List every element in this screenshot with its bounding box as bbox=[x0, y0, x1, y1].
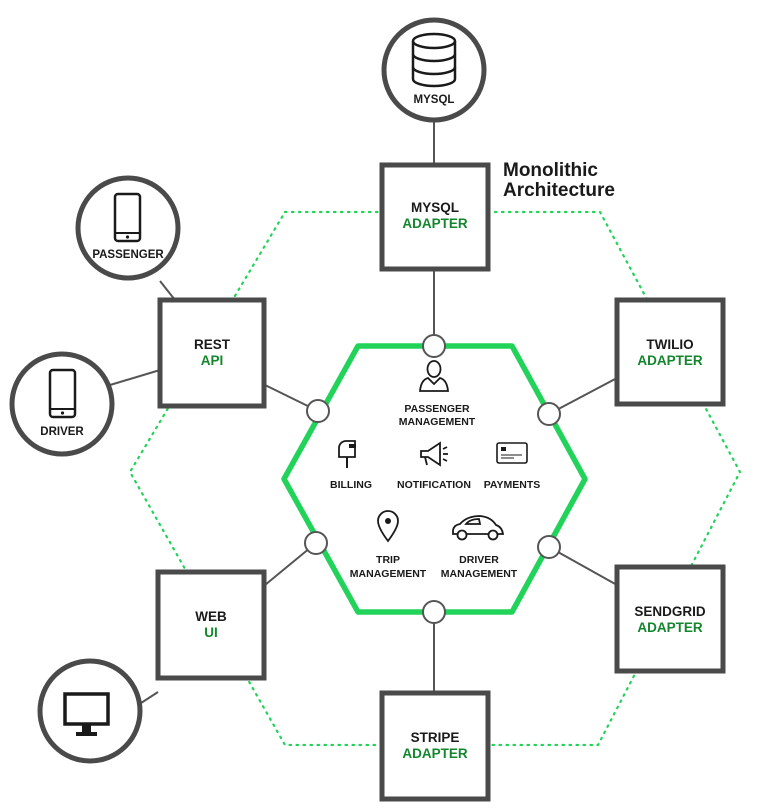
port-lower-left bbox=[304, 531, 328, 555]
sendgrid-adapter-line1: SENDGRID bbox=[634, 604, 706, 619]
mobile-phone-icon bbox=[113, 192, 142, 243]
trip-management-line2: MANAGEMENT bbox=[350, 568, 427, 580]
notification-component: NOTIFICATION bbox=[397, 441, 471, 491]
trip-management-component: TRIP MANAGEMENT bbox=[350, 510, 427, 580]
rest-api-line1: REST bbox=[194, 337, 231, 352]
driver-management-line1: DRIVER bbox=[459, 554, 499, 566]
passenger-node: PASSENGER bbox=[75, 175, 181, 281]
mysql-database-node: MYSQL bbox=[381, 17, 487, 123]
location-pin-icon bbox=[377, 510, 399, 543]
stripe-adapter-line1: STRIPE bbox=[411, 730, 460, 745]
twilio-adapter-box: TWILIO ADAPTER bbox=[614, 297, 726, 407]
mysql-label: MYSQL bbox=[414, 94, 455, 106]
mysql-adapter-line1: MYSQL bbox=[411, 200, 459, 215]
passenger-management-line1: PASSENGER bbox=[404, 403, 470, 415]
billing-label: BILLING bbox=[330, 479, 372, 491]
diagram-title-line1: Monolithic bbox=[503, 160, 598, 181]
port-upper-right bbox=[537, 402, 561, 426]
sendgrid-adapter-box: SENDGRID ADAPTER bbox=[614, 564, 726, 674]
stripe-adapter-line2: ADAPTER bbox=[402, 746, 468, 761]
sendgrid-adapter-line2: ADAPTER bbox=[637, 620, 703, 635]
notification-label: NOTIFICATION bbox=[397, 479, 471, 491]
rest-api-box: REST API bbox=[157, 297, 267, 409]
mysql-adapter-line2: ADAPTER bbox=[402, 216, 468, 231]
monitor-icon bbox=[63, 692, 110, 736]
core-hexagon bbox=[281, 343, 588, 615]
billing-component: BILLING bbox=[330, 440, 372, 491]
driver-label: DRIVER bbox=[40, 426, 84, 438]
diagram-title-line2: Architecture bbox=[503, 180, 615, 201]
credit-card-icon bbox=[496, 442, 528, 464]
web-ui-box: WEB UI bbox=[155, 569, 267, 681]
twilio-adapter-line1: TWILIO bbox=[646, 337, 693, 352]
mailbox-icon bbox=[338, 440, 356, 468]
port-upper-left bbox=[306, 399, 330, 423]
mobile-phone-icon bbox=[48, 368, 77, 419]
payments-component: PAYMENTS bbox=[484, 442, 541, 491]
port-bottom bbox=[422, 600, 446, 624]
passenger-management-component: PASSENGER MANAGEMENT bbox=[399, 360, 476, 428]
passenger-label: PASSENGER bbox=[92, 249, 164, 261]
rest-api-line2: API bbox=[201, 353, 224, 368]
mysql-adapter-box: MYSQL ADAPTER bbox=[379, 162, 491, 272]
payments-label: PAYMENTS bbox=[484, 479, 541, 491]
person-icon bbox=[419, 360, 449, 392]
port-circles bbox=[304, 334, 561, 624]
stripe-adapter-box: STRIPE ADAPTER bbox=[379, 690, 491, 802]
trip-management-line1: TRIP bbox=[376, 554, 400, 566]
driver-management-line2: MANAGEMENT bbox=[441, 568, 518, 580]
port-top bbox=[422, 334, 446, 358]
driver-node: DRIVER bbox=[9, 351, 115, 457]
twilio-adapter-line2: ADAPTER bbox=[637, 353, 703, 368]
megaphone-icon bbox=[420, 441, 448, 467]
web-browser-node bbox=[37, 658, 143, 764]
car-icon bbox=[452, 515, 505, 541]
outer-dotted-hexagon bbox=[128, 210, 742, 747]
web-ui-line1: WEB bbox=[195, 609, 227, 624]
passenger-management-line2: MANAGEMENT bbox=[399, 416, 476, 428]
driver-management-component: DRIVER MANAGEMENT bbox=[441, 515, 518, 580]
web-ui-line2: UI bbox=[204, 625, 218, 640]
database-icon bbox=[411, 32, 457, 88]
port-lower-right bbox=[537, 535, 561, 559]
